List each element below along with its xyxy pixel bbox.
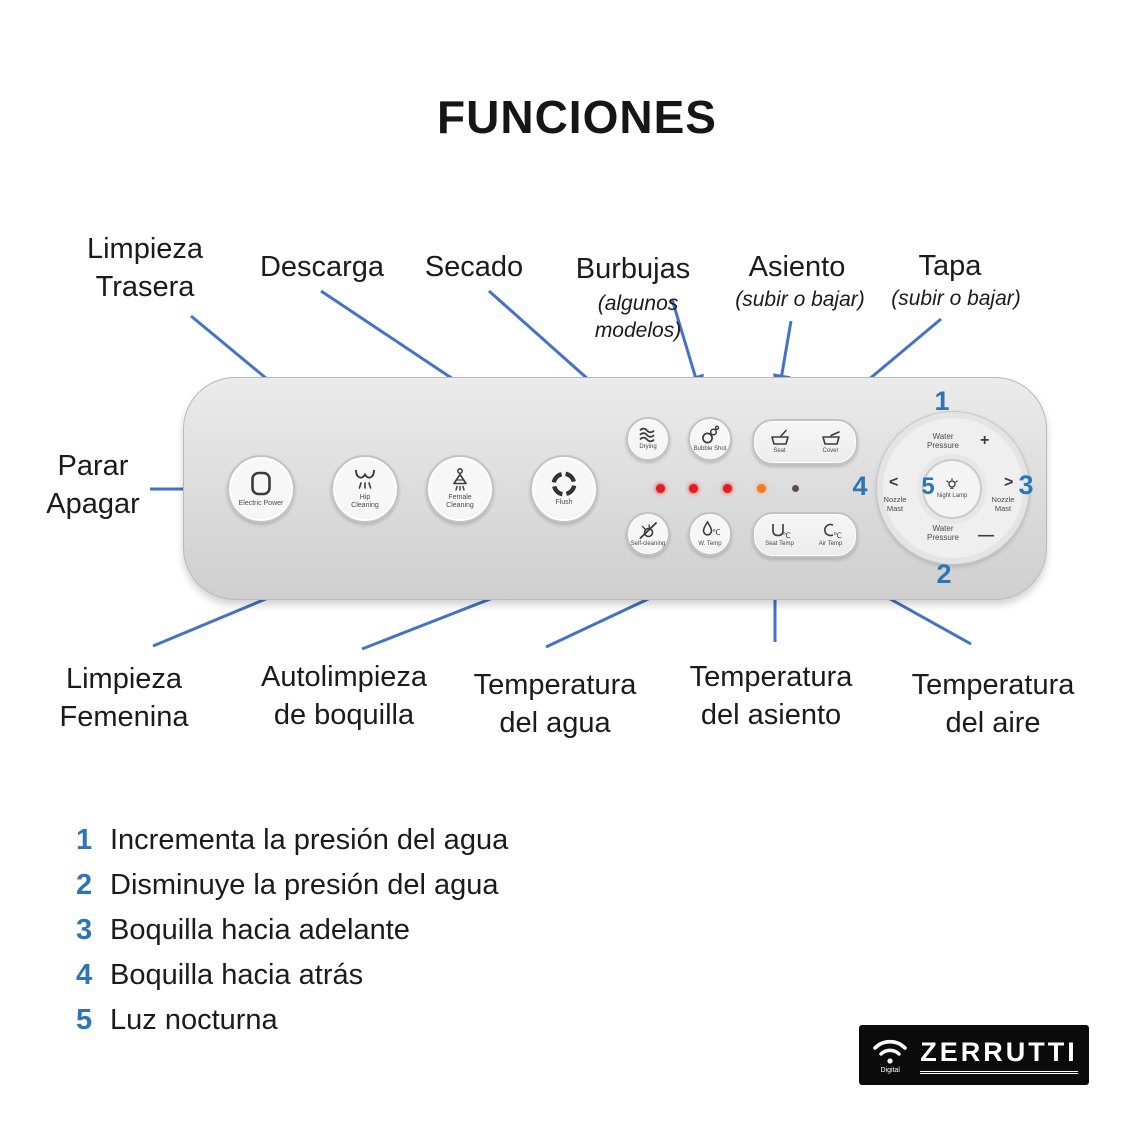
electric-power-button: Electric Power (227, 455, 295, 523)
callout-limpieza-trasera: Limpieza Trasera (86, 233, 204, 304)
callout-tapa: Tapa (918, 250, 982, 282)
self-cleaning-icon (639, 522, 657, 540)
wifi-icon (873, 1039, 908, 1064)
arrow-burbujas (670, 298, 704, 397)
pressure-nozzle-pad: Water Pressure + Water Pressure — < Nozz… (876, 411, 1030, 565)
flush-button: Flush (530, 455, 598, 523)
wifi-logo-block: Digital (870, 1036, 910, 1074)
svg-text:℃: ℃ (712, 528, 720, 537)
brand-logo: Digital ZERRUTTI (859, 1025, 1089, 1085)
svg-text:℃: ℃ (782, 531, 790, 540)
temp-pill: ℃ Seat Temp ℃ Air Temp (752, 512, 858, 558)
nozzle-mast-right-label: Nozzle Mast (991, 495, 1015, 513)
logo-brand-text: ZERRUTTI (920, 1037, 1078, 1074)
ref-number-3: 3 (1018, 470, 1034, 500)
plus-icon: + (980, 432, 990, 449)
legend-text-1: Incrementa la presión del agua (110, 824, 509, 856)
callout-temp-agua: Temperatura del agua (473, 669, 637, 740)
female-cleaning-icon (453, 468, 467, 492)
callout-limpieza-femenina: Limpieza Femenina (59, 663, 189, 734)
legend-num-3: 3 (76, 914, 93, 946)
svg-text:℃: ℃ (833, 531, 841, 540)
led-5-off (792, 485, 799, 492)
night-lamp-button: Night Lamp (922, 459, 982, 519)
legend-text-4: Boquilla hacia atrás (110, 959, 364, 991)
hip-cleaning-button: Hip Cleaning (331, 455, 399, 523)
callout-autolimpieza: Autolimpieza de boquilla (260, 661, 428, 732)
drying-icon (639, 427, 655, 443)
power-icon (251, 471, 271, 495)
legend-text-5: Luz nocturna (110, 1004, 278, 1036)
legend-text-3: Boquilla hacia adelante (110, 914, 410, 946)
bubble-shot-button: Bubble Shot (688, 417, 732, 461)
water-temp-button: ℃ W. Temp (688, 512, 732, 556)
led-2 (689, 484, 698, 493)
water-pressure-down-label: Water Pressure (926, 524, 959, 543)
ref-number-2: 2 (936, 559, 952, 589)
remote-panel: Electric Power Hip Cleaning Female Clean… (183, 377, 1047, 600)
night-lamp-icon (946, 478, 958, 490)
hip-cleaning-icon (355, 470, 375, 490)
seat-button: Seat (754, 421, 805, 463)
legend-item-4: 4 Boquilla hacia atrás (76, 959, 508, 992)
legend-num-5: 5 (76, 1004, 93, 1036)
seat-temp-button: ℃ Seat Temp (754, 514, 805, 556)
legend-item-5: 5 Luz nocturna (76, 1004, 508, 1037)
callout-burbujas: Burbujas (575, 253, 691, 285)
legend-num-1: 1 (76, 824, 93, 856)
legend-item-1: 1 Incrementa la presión del agua (76, 824, 508, 857)
air-temp-icon: ℃ (823, 523, 841, 540)
logo-sub-text: Digital (880, 1067, 900, 1074)
seat-cover-pill: Seat Cover (752, 419, 858, 465)
led-1 (656, 484, 665, 493)
callout-parar-apagar: Parar Apagar (46, 450, 140, 521)
chevron-right-icon: > (1004, 474, 1014, 491)
self-cleaning-button: Self-cleaning (626, 512, 670, 556)
led-4 (757, 484, 766, 493)
callout-asiento-note: (subir o bajar) (735, 288, 865, 311)
callout-asiento: Asiento (748, 251, 846, 283)
minus-icon: — (978, 527, 994, 544)
female-cleaning-button: Female Cleaning (426, 455, 494, 523)
chevron-left-icon: < (889, 474, 899, 491)
callout-temp-aire: Temperatura del aire (911, 669, 1075, 740)
flush-icon (551, 471, 577, 497)
page-title: FUNCIONES (437, 91, 717, 143)
ref-number-4: 4 (852, 471, 868, 501)
bubble-shot-icon (702, 425, 720, 444)
legend-item-2: 2 Disminuye la presión del agua (76, 869, 508, 902)
drying-button: Drying (626, 417, 670, 461)
legend-item-3: 3 Boquilla hacia adelante (76, 914, 508, 947)
cover-up-icon (821, 431, 840, 446)
water-temp-icon: ℃ (702, 520, 720, 537)
nozzle-mast-left-label: Nozzle Mast (883, 495, 907, 513)
seat-temp-icon: ℃ (771, 524, 790, 540)
ref-number-5: 5 (921, 473, 935, 500)
legend-text-2: Disminuye la presión del agua (110, 869, 499, 901)
ref-number-1: 1 (934, 386, 950, 416)
water-pressure-up-label: Water Pressure (926, 432, 959, 451)
seat-up-icon (770, 429, 789, 446)
led-3 (723, 484, 732, 493)
callout-descarga: Descarga (259, 251, 385, 283)
legend-list: 1 Incrementa la presión del agua 2 Dismi… (76, 824, 508, 1049)
cover-button: Cover (805, 421, 856, 463)
air-temp-button: ℃ Air Temp (805, 514, 856, 556)
callout-secado: Secado (424, 251, 524, 283)
callout-burbujas-note: (algunos modelos) (594, 292, 682, 343)
callout-temp-asiento: Temperatura del asiento (689, 661, 853, 732)
legend-num-4: 4 (76, 959, 93, 991)
callout-tapa-note: (subir o bajar) (891, 287, 1021, 310)
legend-num-2: 2 (76, 869, 93, 901)
